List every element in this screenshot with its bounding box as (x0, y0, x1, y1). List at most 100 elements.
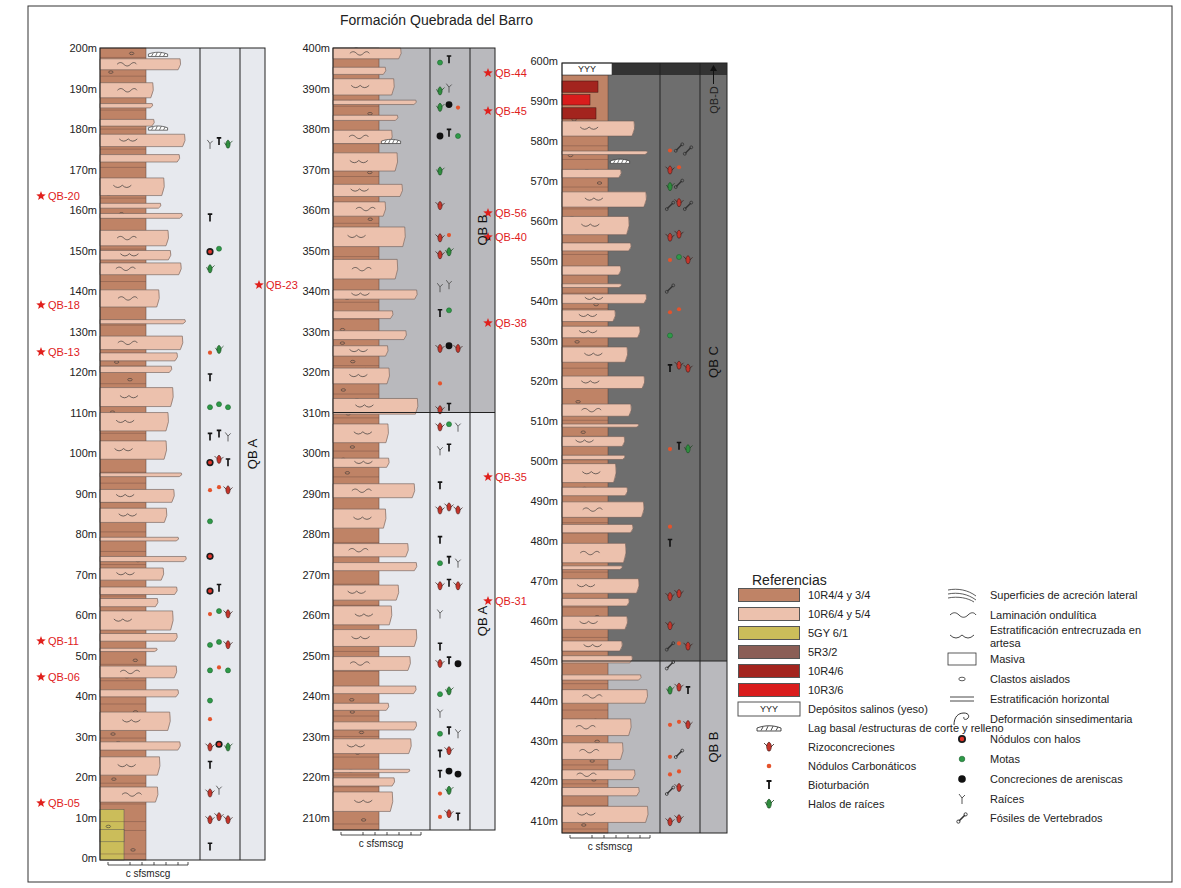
sandstone-bed (100, 648, 157, 651)
rhizo-body (438, 423, 442, 431)
sandstone-bed (562, 690, 648, 704)
ripple-symbol (116, 267, 136, 270)
ripple-line (356, 207, 376, 210)
depth-label: 220m (302, 771, 330, 784)
grain-size-tick (387, 832, 388, 835)
mottle-dot (207, 519, 212, 524)
sandstone-bed (100, 203, 161, 208)
mota-symbol (207, 668, 212, 673)
mud-parting (100, 680, 146, 681)
bone-end (665, 648, 668, 651)
fossil-symbol (665, 201, 674, 210)
mud-parting (100, 595, 146, 596)
sandstone-bed (333, 769, 410, 772)
unit-band: QB B (470, 48, 495, 413)
mud-parting (333, 451, 379, 452)
depth-label: 160m (69, 204, 97, 217)
ripple-line (349, 549, 369, 552)
root-symbol (455, 423, 460, 432)
legend-label: Estratificación horizontal (990, 693, 1162, 706)
mottle-dot (207, 698, 212, 703)
sample-label: QB-56 (495, 207, 527, 220)
halo-branch (436, 104, 444, 109)
ripple-line (349, 135, 369, 138)
sandstone-bed (100, 134, 185, 146)
bone-shaft (685, 203, 690, 208)
halo-symbol (445, 687, 453, 695)
sandstone-bed (333, 739, 411, 754)
ripple-line (583, 508, 603, 511)
burrow-mark (208, 762, 213, 769)
column-divider (700, 63, 701, 833)
nod-symbol (668, 258, 672, 262)
mud-parting (100, 472, 146, 473)
mud-parting (562, 345, 608, 346)
sandstone-bed (562, 770, 635, 780)
sandstone-bed (100, 413, 169, 431)
ripple-symbol (950, 613, 976, 618)
sandstone-bed (100, 441, 167, 459)
mota-symbol (676, 254, 681, 259)
depth-label: 190m (69, 82, 97, 95)
sandstone-bed (333, 227, 405, 247)
columns (100, 48, 727, 865)
sandstone-bed (562, 487, 628, 495)
mota-symbol (437, 692, 442, 697)
mud-parting (100, 249, 146, 250)
mottle-dot (207, 668, 212, 673)
burrow-mark (438, 537, 443, 544)
legend-label: Lag basal /estructuras de corte y rellen… (808, 722, 1004, 735)
unit-label: QB B (475, 215, 489, 246)
grain-size-tick (421, 832, 422, 835)
concretion-dot (958, 775, 966, 783)
sandstone-bed (100, 104, 153, 108)
rhizo-body (686, 364, 690, 372)
nodule-dot (438, 815, 442, 819)
sandstone-bed (333, 703, 389, 710)
legend-label: Rizoconcreciones (808, 741, 895, 754)
trough-arcs (116, 494, 134, 496)
mota-symbol (446, 422, 451, 427)
sandstone-bed (333, 311, 393, 319)
mud-parting (562, 805, 608, 806)
burrow-mark (438, 771, 443, 778)
burrow-mark (447, 727, 452, 734)
trough-symbol (348, 235, 366, 237)
rhizo-branch (206, 790, 215, 794)
ripple-symbol (118, 297, 137, 300)
mud-parting (100, 704, 146, 705)
rhizo-branch (675, 362, 684, 366)
clast-mark (340, 342, 344, 345)
grain-size-tick (616, 835, 617, 838)
halo-body (447, 248, 451, 256)
rhizo-symbol (675, 783, 684, 791)
rhizo-branch (684, 365, 693, 369)
ripple-line (950, 613, 976, 618)
sandstone-bed (562, 719, 631, 736)
depth-label: 370m (302, 163, 330, 176)
depth-label: 390m (302, 82, 330, 95)
mud-parting (100, 76, 146, 77)
halo-body (438, 167, 442, 175)
burrow-mark (217, 138, 222, 145)
bio-symbol (438, 771, 443, 778)
sandstone-bed (100, 250, 171, 259)
halo-symbol (206, 265, 214, 273)
clast-mark (341, 389, 345, 392)
trough-arcs (347, 745, 365, 747)
trough-arcs (119, 139, 137, 141)
trough-arcs (122, 720, 140, 722)
halo-body (767, 799, 772, 808)
halo-body (438, 103, 442, 111)
ripple-symbol (579, 749, 599, 752)
halo-branch (666, 687, 674, 692)
trough-symbol (355, 405, 373, 407)
halo-symbol (445, 248, 453, 256)
nodhalo-symbol (958, 735, 966, 743)
gypsum-label: YYY (578, 64, 596, 74)
trough-symbol (354, 432, 372, 434)
burrow-mark (677, 442, 682, 449)
trough-symbol (580, 127, 598, 129)
rhizo-symbol (436, 251, 445, 259)
nodule-dot (217, 485, 221, 489)
